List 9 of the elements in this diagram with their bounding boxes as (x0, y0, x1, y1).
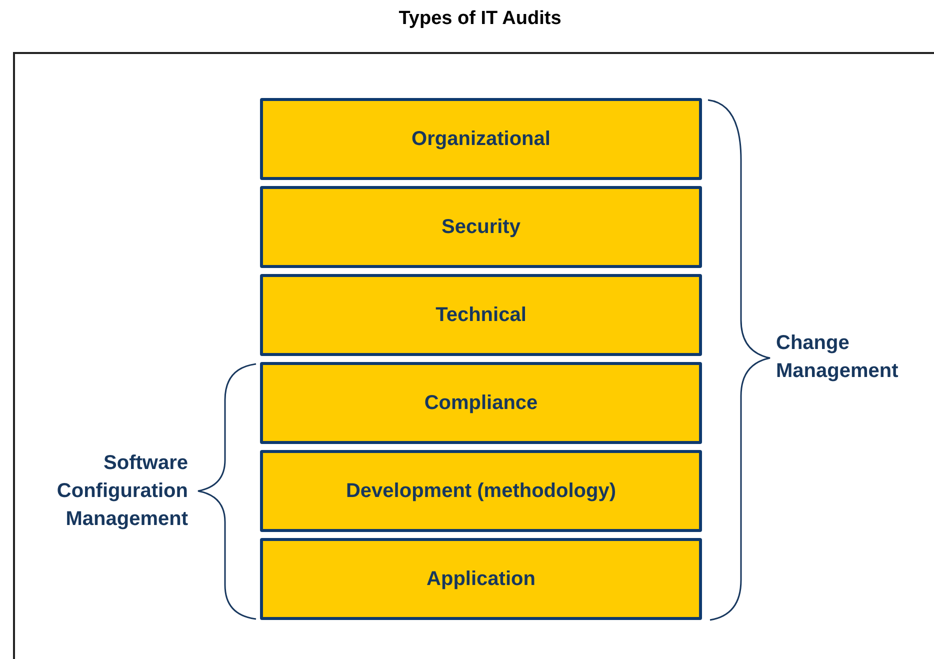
brace-label: Change Management (776, 331, 900, 384)
audit-type-box: Organizational (260, 98, 702, 180)
brace-label: Software Configuration Management (56, 451, 188, 532)
audit-type-box: Development (methodology) (260, 450, 702, 532)
audit-type-box: Compliance (260, 362, 702, 444)
audit-type-box: Application (260, 538, 702, 620)
audit-type-box: Technical (260, 274, 702, 356)
diagram-title: Types of IT Audits (398, 8, 562, 30)
audit-type-box: Security (260, 186, 702, 268)
